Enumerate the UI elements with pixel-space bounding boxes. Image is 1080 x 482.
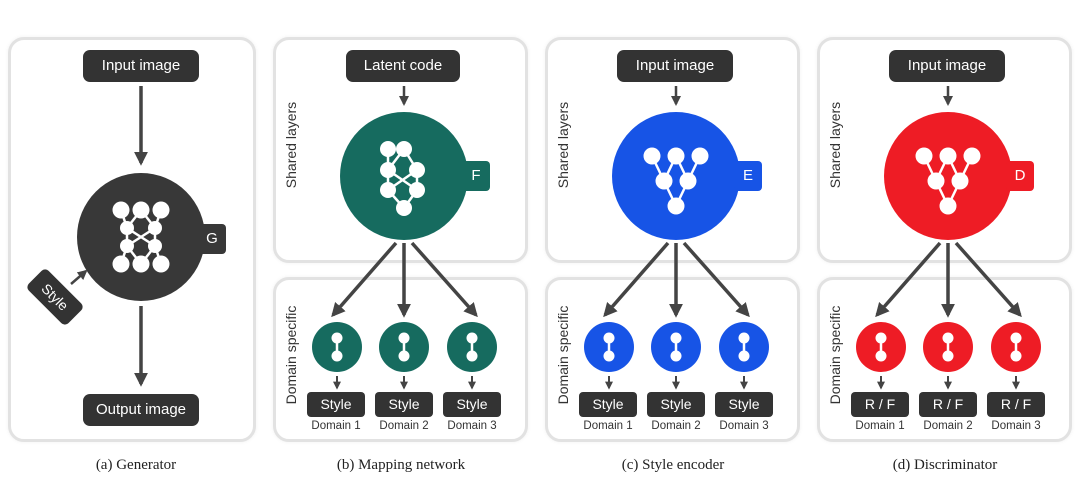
encoder-input-label: Input image: [617, 50, 733, 82]
encoder-network-node: [667, 197, 685, 215]
mapping-network-node: [396, 200, 412, 216]
discriminator-network-circle: [884, 112, 1012, 240]
mapping-network-node: [409, 182, 425, 198]
encoder-domain-3: Domain 3: [719, 420, 769, 432]
mapping-network-node: [380, 141, 396, 157]
encoder-domain-head-node: [603, 332, 615, 344]
encoder-tag-e: E: [734, 161, 762, 191]
mapping-domain-head-node: [331, 350, 343, 362]
discriminator-network-node: [963, 147, 981, 165]
generator-network-node: [132, 201, 150, 219]
discriminator-domain-specific-label: Domain specific: [827, 305, 843, 405]
discriminator-network-node: [927, 172, 945, 190]
generator-network-node: [120, 239, 134, 253]
encoder-shared-layers-label: Shared layers: [555, 101, 571, 189]
discriminator-network-node: [939, 197, 957, 215]
discriminator-domain-head-node: [1010, 332, 1022, 344]
discriminator-domain-3: Domain 3: [991, 420, 1041, 432]
mapping-domain-specific-label: Domain specific: [283, 305, 299, 405]
encoder-output-1: Style: [579, 392, 637, 417]
generator-network-node: [132, 255, 150, 273]
discriminator-output-2: R / F: [919, 392, 977, 417]
encoder-network-node: [643, 147, 661, 165]
encoder-network-node: [679, 172, 697, 190]
generator-caption: (a) Generator: [95, 457, 177, 473]
mapping-domain-head-node: [331, 332, 343, 344]
encoder-network-circle: [612, 112, 740, 240]
discriminator-domain-head-node: [875, 350, 887, 362]
mapping-network-node: [380, 182, 396, 198]
encoder-network-node: [691, 147, 709, 165]
mapping-output-2: Style: [375, 392, 433, 417]
generator-network-node: [112, 201, 130, 219]
encoder-domain-head-node: [738, 332, 750, 344]
encoder-domain-head-node: [603, 350, 615, 362]
mapping-domain-head-node: [398, 350, 410, 362]
mapping-network-node: [380, 162, 396, 178]
discriminator-network-node: [915, 147, 933, 165]
encoder-output-2: Style: [647, 392, 705, 417]
mapping-input-label: Latent code: [346, 50, 460, 82]
mapping-tag-f: F: [462, 161, 490, 191]
discriminator-output-1: R / F: [851, 392, 909, 417]
encoder-network-node: [655, 172, 673, 190]
discriminator-domain-head-node: [942, 332, 954, 344]
discriminator-output-3: R / F: [987, 392, 1045, 417]
generator-output-label: Output image: [83, 394, 199, 426]
encoder-domain-head-node: [670, 350, 682, 362]
encoder-domain-specific-label: Domain specific: [555, 305, 571, 405]
discriminator-domain-2: Domain 2: [923, 420, 973, 432]
encoder-domain-head-node: [738, 350, 750, 362]
mapping-branch-arrow: [410, 241, 478, 318]
encoder-caption: (c) Style encoder: [621, 457, 725, 473]
generator-style-arrow: [70, 269, 88, 285]
discriminator-network-node: [939, 147, 957, 165]
mapping-network-circle: [340, 112, 468, 240]
mapping-output-1: Style: [307, 392, 365, 417]
generator-network-node: [152, 255, 170, 273]
mapping-caption: (b) Mapping network: [336, 457, 466, 473]
discriminator-domain-head-node: [942, 350, 954, 362]
encoder-domain-1: Domain 1: [583, 420, 633, 432]
encoder-output-3: Style: [715, 392, 773, 417]
generator-network-node: [148, 221, 162, 235]
discriminator-branch-arrow: [875, 241, 942, 318]
mapping-network-node: [409, 162, 425, 178]
discriminator-tag-d: D: [1006, 161, 1034, 191]
discriminator-domain-1: Domain 1: [855, 420, 905, 432]
generator-network-node: [120, 221, 134, 235]
discriminator-domain-head-node: [875, 332, 887, 344]
mapping-domain-head-node: [466, 332, 478, 344]
generator-network-node: [152, 201, 170, 219]
mapping-domain-1: Domain 1: [311, 420, 361, 432]
mapping-domain-2: Domain 2: [379, 420, 429, 432]
encoder-branch-arrow: [682, 241, 750, 318]
discriminator-input-label: Input image: [889, 50, 1005, 82]
mapping-shared-layers-label: Shared layers: [283, 101, 299, 189]
mapping-domain-head-node: [398, 332, 410, 344]
generator-input-label: Input image: [83, 50, 199, 82]
encoder-branch-arrow: [603, 241, 670, 318]
discriminator-domain-head-node: [1010, 350, 1022, 362]
mapping-branch-arrow: [331, 241, 398, 318]
discriminator-network-node: [951, 172, 969, 190]
discriminator-branch-arrow: [954, 241, 1022, 318]
mapping-output-3: Style: [443, 392, 501, 417]
discriminator-shared-layers-label: Shared layers: [827, 101, 843, 189]
encoder-domain-head-node: [670, 332, 682, 344]
encoder-network-node: [667, 147, 685, 165]
generator-network-node: [148, 239, 162, 253]
encoder-domain-2: Domain 2: [651, 420, 701, 432]
generator-tag-g: G: [198, 224, 226, 254]
mapping-domain-head-node: [466, 350, 478, 362]
mapping-network-node: [396, 141, 412, 157]
generator-network-node: [112, 255, 130, 273]
discriminator-caption: (d) Discriminator: [892, 457, 998, 473]
mapping-domain-3: Domain 3: [447, 420, 497, 432]
